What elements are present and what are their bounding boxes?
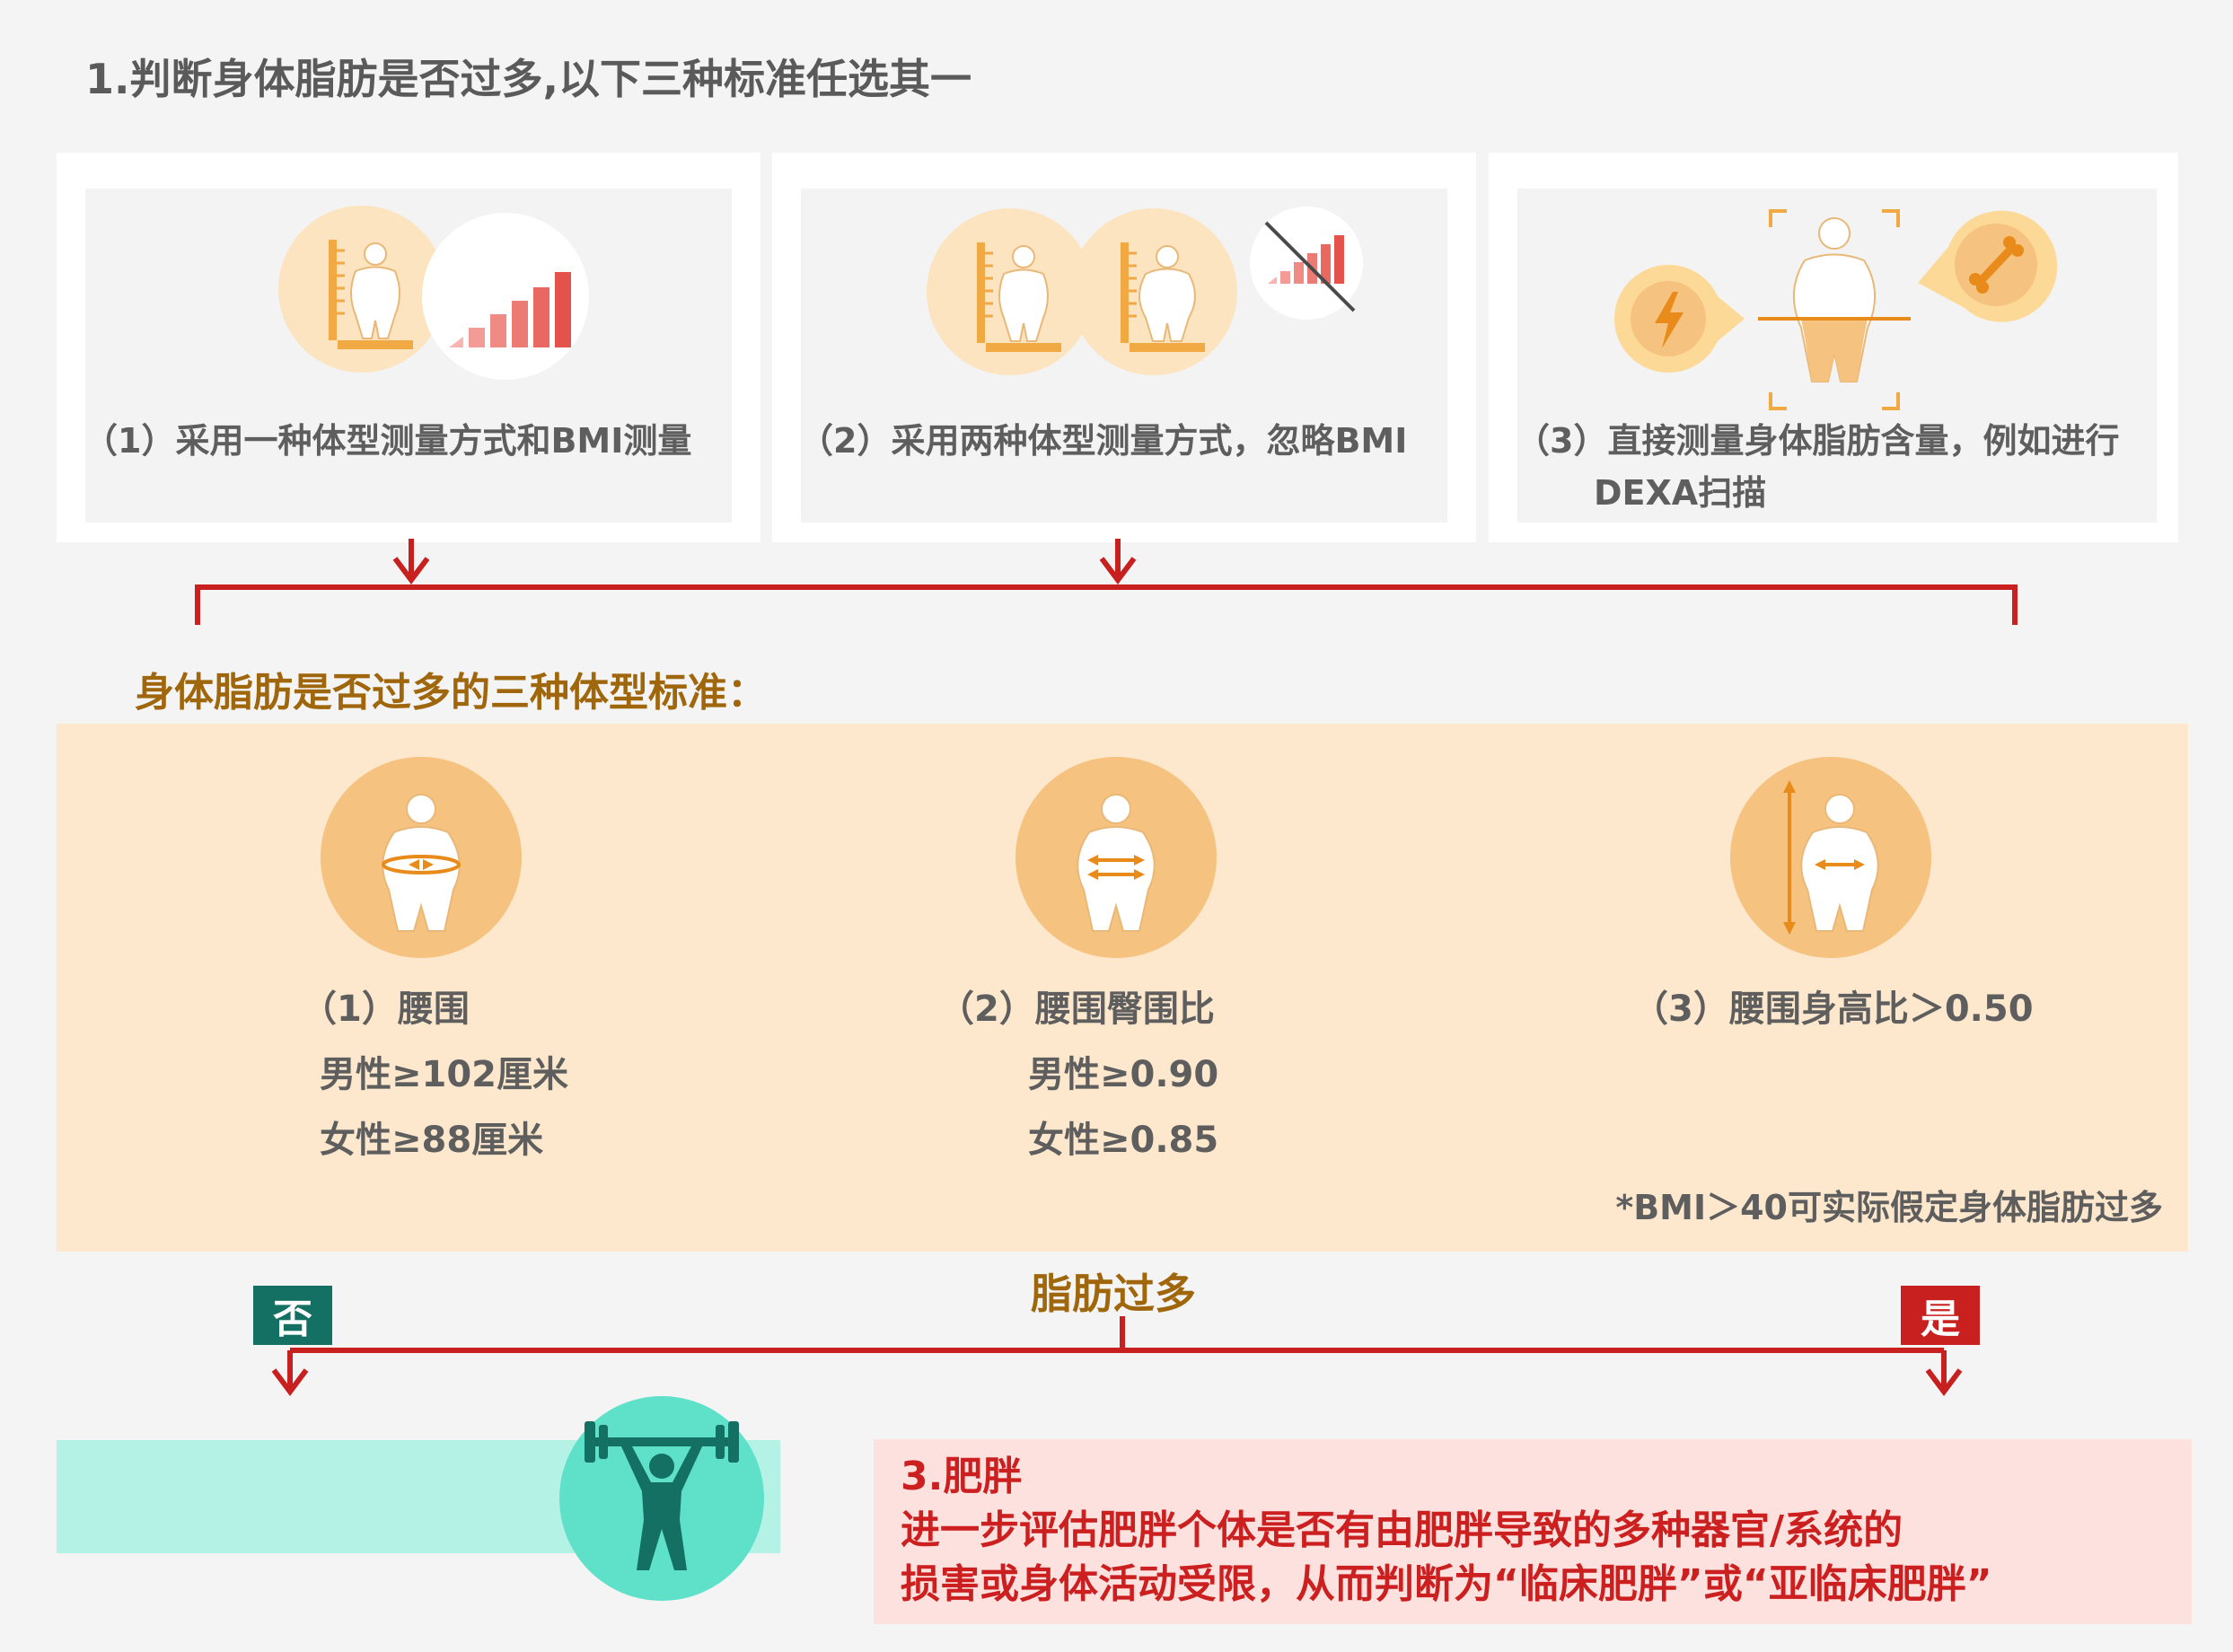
criterion-3-title: （3）腰围身高比＞0.50 bbox=[1632, 989, 2034, 1030]
yes-badge: 是 bbox=[1901, 1286, 1980, 1345]
lightning-bubble-icon bbox=[1614, 264, 1745, 373]
criteria-panel: （1）腰围 男性≥102厘米 女性≥88厘米 （2）腰围臀围比 男性≥0.90 … bbox=[57, 724, 2188, 1252]
bmi-crossed-icon bbox=[1250, 206, 1363, 320]
criterion-1-female: 女性≥88厘米 bbox=[320, 1120, 544, 1161]
body-scan-icon bbox=[1758, 209, 1911, 410]
criterion-2-female: 女性≥0.85 bbox=[1028, 1120, 1219, 1161]
method-card-2: （2）采用两种体型测量方式，忽略BMI bbox=[772, 153, 1476, 542]
method-3-label-line2: DEXA扫描 bbox=[1594, 473, 1767, 513]
method-2-label: （2）采用两种体型测量方式，忽略BMI bbox=[799, 421, 1408, 461]
no-badge: 否 bbox=[253, 1286, 332, 1345]
excess-fat-label: 脂肪过多 bbox=[1031, 1270, 1196, 1318]
criterion-1-male: 男性≥102厘米 bbox=[320, 1054, 569, 1095]
body-scale-icon bbox=[278, 206, 445, 373]
bone-bubble-icon bbox=[1918, 210, 2058, 322]
criterion-2-title: （2）腰围臀围比 bbox=[938, 989, 1215, 1030]
waist-hip-measure-icon bbox=[1015, 757, 1217, 958]
methods-connector bbox=[195, 539, 2018, 625]
method-card-1: （1）采用一种体型测量方式和BMI测量 bbox=[57, 153, 760, 542]
criterion-1-title: （1）腰围 bbox=[301, 989, 470, 1030]
criteria-heading: 身体脂肪是否过多的三种体型标准： bbox=[135, 670, 767, 716]
method-1-label: （1）采用一种体型测量方式和BMI测量 bbox=[84, 421, 692, 461]
body-scale-icon bbox=[927, 208, 1094, 375]
method-3-label-line1: （3）直接测量身体脂肪含量，例如进行 bbox=[1516, 421, 2120, 461]
waist-height-measure-icon bbox=[1730, 757, 1931, 958]
page-title: 1.判断身体脂肪是否过多,以下三种标准任选其一 bbox=[85, 55, 971, 103]
bmi-note: *BMI＞40可实际假定身体脂肪过多 bbox=[1615, 1188, 2163, 1227]
waist-measure-icon bbox=[321, 757, 522, 958]
method-card-3: （3）直接测量身体脂肪含量，例如进行 DEXA扫描 bbox=[1489, 153, 2178, 542]
obesity-panel: 3.肥胖 进一步评估肥胖个体是否有由肥胖导致的多种器官/系统的 损害或身体活动受… bbox=[874, 1439, 2192, 1624]
criterion-2-male: 男性≥0.90 bbox=[1028, 1054, 1219, 1095]
obesity-desc-line2: 损害或身体活动受限，从而判断为“临床肥胖”或“亚临床肥胖” bbox=[901, 1561, 1992, 1607]
decision-connector bbox=[271, 1316, 1963, 1396]
weightlifter-icon bbox=[559, 1396, 764, 1601]
obesity-title: 3.肥胖 bbox=[901, 1454, 1023, 1499]
bmi-bars-icon bbox=[422, 213, 589, 380]
body-scale-icon bbox=[1070, 208, 1237, 375]
obesity-desc-line1: 进一步评估肥胖个体是否有由肥胖导致的多种器官/系统的 bbox=[901, 1507, 1903, 1553]
